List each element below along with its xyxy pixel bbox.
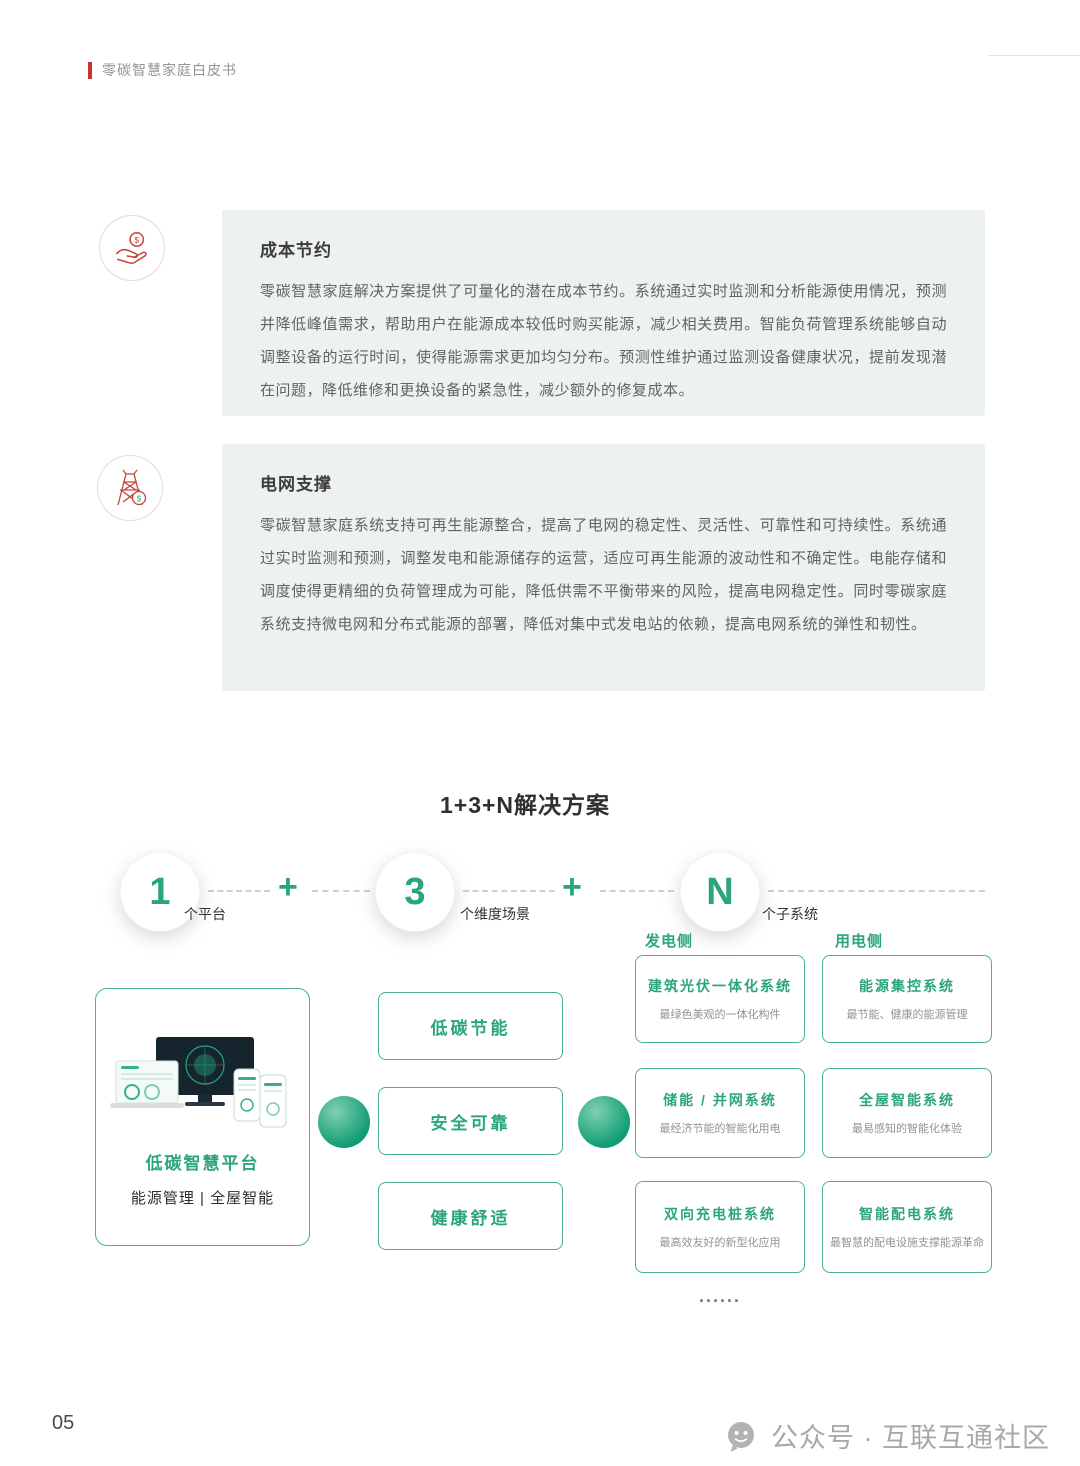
wechat-account-icon [728, 1421, 754, 1452]
subsystem-desc: 最高效友好的新型化应用 [659, 1236, 781, 1249]
node-symbol-1: 1 [149, 870, 171, 913]
plus-sign: + [278, 868, 298, 906]
dash-line [463, 890, 555, 892]
section-grid-support: 电网支撑 零碳智慧家庭系统支持可再生能源整合，提高了电网的稳定性、灵活性、可靠性… [222, 444, 985, 691]
scenario-label: 低碳节能 [430, 1018, 511, 1038]
dash-line [208, 890, 270, 892]
watermark: 公众号 · 互联互通社区 [723, 1416, 1050, 1455]
subsystem-energy-control: 能源集控系统 最节能、健康的能源管理 [822, 955, 992, 1043]
subsystem-title: 智能配电系统 [859, 1205, 955, 1222]
scenario-label: 健康舒适 [430, 1208, 511, 1228]
node-circle-3: 3 [375, 852, 455, 932]
node-circle-n: N [680, 852, 760, 932]
subsystem-title: 全屋智能系统 [859, 1091, 955, 1108]
subsystem-storage-grid: 储能 / 并网系统 最经济节能的智能化用电 [635, 1068, 805, 1158]
section-cost-saving: 成本节约 零碳智慧家庭解决方案提供了可量化的潜在成本节约。系统通过实时监测和分析… [222, 210, 985, 416]
more-subsystems-ellipsis: ...... [698, 1286, 741, 1306]
node-symbol-3: 3 [404, 870, 426, 913]
column-header-consumption-side: 用电侧 [835, 933, 884, 950]
subsystem-desc: 最经济节能的智能化用电 [659, 1122, 781, 1135]
svg-text:$: $ [134, 235, 139, 245]
platform-title: 低碳智慧平台 [145, 1154, 260, 1173]
subsystem-smart-distribution: 智能配电系统 最智慧的配电设施支撑能源革命 [822, 1181, 992, 1273]
section-body-cost-saving: 零碳智慧家庭解决方案提供了可量化的潜在成本节约。系统通过实时监测和分析能源使用情… [260, 283, 947, 399]
subsystem-desc: 最易感知的智能化体验 [852, 1122, 962, 1135]
top-right-rule [988, 55, 1080, 56]
subsystem-title: 双向充电桩系统 [664, 1205, 776, 1222]
subsystem-title: 建筑光伏一体化系统 [648, 977, 792, 994]
connector-circle-left [318, 1096, 370, 1148]
scenario-box-low-carbon: 低碳节能 [378, 992, 563, 1060]
dash-line [600, 890, 674, 892]
platform-card: 低碳智慧平台 能源管理 | 全屋智能 [95, 988, 310, 1246]
header-accent-bar [88, 61, 92, 79]
solution-title: 1+3+N解决方案 [439, 792, 611, 818]
subsystem-title: 储能 / 并网系统 [663, 1091, 777, 1108]
subsystem-desc: 最绿色美观的一体化构件 [659, 1008, 781, 1021]
svg-text:$: $ [137, 495, 142, 504]
section-title-grid-support: 电网支撑 [260, 475, 332, 494]
subsystem-title: 能源集控系统 [859, 977, 955, 994]
section-title-cost-saving: 成本节约 [260, 241, 332, 260]
scenario-box-safe-reliable: 安全可靠 [378, 1087, 563, 1155]
subsystem-bipv: 建筑光伏一体化系统 最绿色美观的一体化构件 [635, 955, 805, 1043]
dash-line [312, 890, 370, 892]
node-circle-1: 1 [120, 852, 200, 932]
dash-line [768, 890, 985, 892]
page-number: 05 [52, 1412, 75, 1434]
scenario-box-healthy-comfort: 健康舒适 [378, 1182, 563, 1250]
hand-coin-icon: $ [116, 232, 147, 264]
watermark-text: 公众号 · 互联互通社区 [771, 1423, 1050, 1453]
scenario-label: 安全可靠 [430, 1113, 511, 1133]
page-header: 零碳智慧家庭白皮书 [88, 60, 237, 80]
cost-saving-icon-circle: $ [99, 215, 165, 281]
subsystem-bidirectional-charger: 双向充电桩系统 最高效友好的新型化应用 [635, 1181, 805, 1273]
plus-sign: + [562, 868, 582, 906]
node-label-subsystems: 个子系统 [762, 906, 818, 922]
column-header-generation-side: 发电侧 [645, 933, 694, 950]
document-title: 零碳智慧家庭白皮书 [102, 62, 237, 78]
node-label-platform: 个平台 [184, 906, 226, 922]
devices-illustration [109, 1037, 286, 1128]
section-body-grid-support: 零碳智慧家庭系统支持可再生能源整合，提高了电网的稳定性、灵活性、可靠性和可持续性… [260, 517, 947, 633]
connector-circle-right [578, 1096, 630, 1148]
grid-support-icon-circle: $ [97, 455, 163, 521]
node-label-scenarios: 个维度场景 [460, 906, 530, 922]
subsystem-desc: 最节能、健康的能源管理 [846, 1008, 968, 1021]
node-symbol-n: N [706, 870, 734, 913]
power-tower-icon: $ [117, 469, 147, 506]
subsystem-whole-home-smart: 全屋智能系统 最易感知的智能化体验 [822, 1068, 992, 1158]
platform-subtitle: 能源管理 | 全屋智能 [130, 1190, 275, 1207]
subsystem-desc: 最智慧的配电设施支撑能源革命 [830, 1236, 984, 1249]
